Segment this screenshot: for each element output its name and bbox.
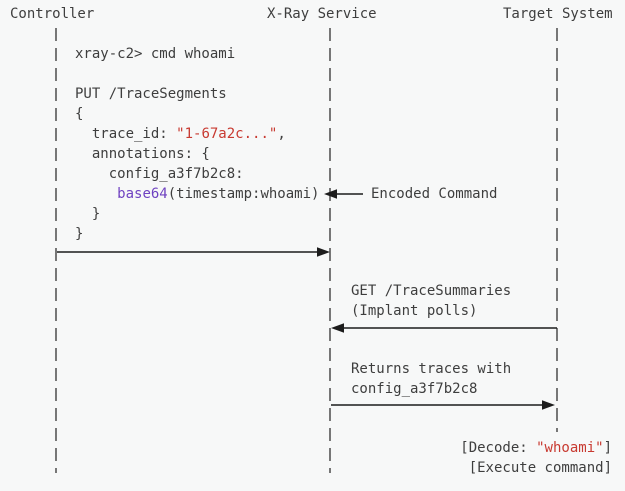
returns-message-arrow	[331, 400, 555, 410]
code-line: }	[75, 206, 101, 222]
get-message-arrow	[331, 323, 557, 333]
code-line: PUT /TraceSegments	[75, 86, 227, 102]
code-line	[75, 64, 319, 84]
code-line: trace_id: "1-67a2c...",	[75, 126, 286, 142]
code-line: [Execute command]	[468, 460, 612, 476]
encoded-command-arrow	[324, 189, 363, 199]
get-trace-summaries-label: GET /TraceSummaries (Implant polls)	[351, 281, 511, 321]
code-line: {	[75, 106, 84, 122]
code-line: [Decode: "whoami"]	[460, 440, 612, 456]
code-line: annotations: {	[75, 146, 210, 162]
returns-traces-label: Returns traces with config_a3f7b2c8	[351, 359, 511, 399]
code-line: }	[75, 226, 84, 242]
code-line: GET /TraceSummaries	[351, 283, 512, 299]
actor-controller: Controller	[10, 6, 95, 22]
code-line: config_a3f7b2c8:	[75, 166, 244, 182]
put-message-arrow	[57, 247, 330, 257]
code-line: config_a3f7b2c8	[351, 381, 478, 397]
code-line: base64(timestamp:whoami)	[117, 186, 320, 202]
actor-xray-service: X-Ray Service	[267, 6, 377, 22]
code-line: Returns traces with	[351, 361, 512, 377]
code-line: xray-c2> cmd whoami	[75, 46, 236, 62]
encoded-command-label: Encoded Command	[371, 186, 498, 202]
actor-target-system: Target System	[503, 6, 613, 22]
decode-execute-label: [Decode: "whoami"] [Execute command]	[460, 438, 612, 478]
code-line: (Implant polls)	[351, 303, 478, 319]
